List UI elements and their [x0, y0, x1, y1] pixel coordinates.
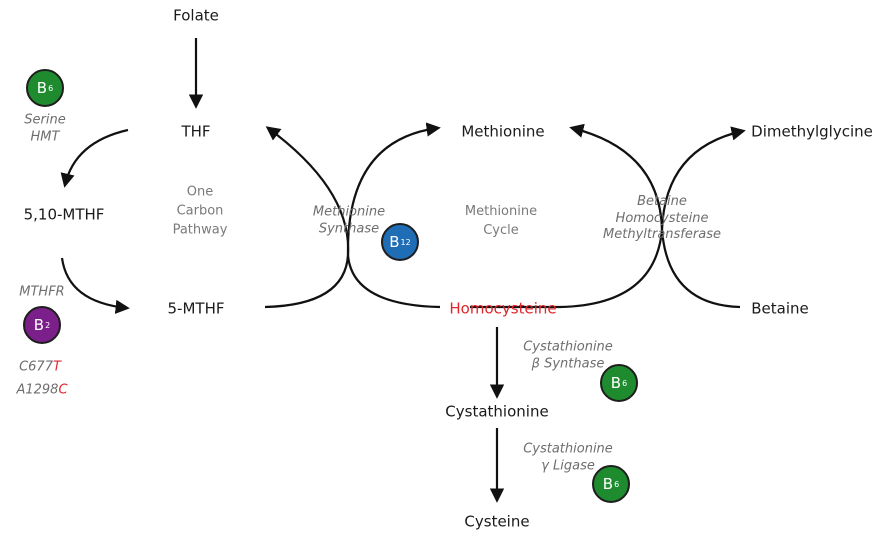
methionine-cycle-line2: Cycle: [483, 223, 519, 238]
badge-letter: B: [389, 233, 400, 251]
methionine-synthase-note: Methionine Synthase: [313, 204, 385, 237]
c677t-allele: T: [52, 359, 61, 375]
bhmt-line1: Betaine: [637, 194, 687, 210]
methionine-synthase-line1: Methionine: [312, 204, 386, 220]
serine-label: Serine: [24, 112, 66, 128]
5-10-mthf-label: 5,10-MTHF: [23, 205, 105, 224]
badge-subscript: 2: [45, 320, 51, 330]
cystathionine-label: Cystathionine: [445, 402, 549, 421]
methionine-cycle-line1: Methionine: [464, 204, 538, 220]
pathway-label: Pathway: [172, 222, 228, 238]
badge-subscript: 6: [622, 378, 628, 388]
carbon-label: Carbon: [176, 203, 224, 219]
mthfr-label: MTHFR: [19, 284, 65, 300]
c677t-variant: C677T: [19, 360, 61, 375]
thf-to-510mthf-arrow: [60, 128, 129, 188]
badge-letter: B: [36, 79, 48, 97]
bhmt-note: Betaine Homocysteine Methyltransferase: [603, 194, 721, 244]
serine-hmt-note: Serine HMT: [24, 112, 65, 145]
dimethylglycine-label: Dimethylglycine: [751, 122, 873, 141]
homocysteine-to-methionine-arc: [346, 122, 441, 309]
cystathionine-beta-synthase-note: Cystathionine β Synthase: [523, 339, 613, 372]
betaine-to-dimethylglycine-arc: [660, 126, 746, 309]
cbs-line1: Cystathionine: [523, 339, 613, 355]
one-carbon-pathway-note: One Carbon Pathway: [173, 184, 228, 241]
methionine-label: Methionine: [461, 122, 545, 141]
cgl-line1: Cystathionine: [523, 441, 613, 457]
badge-letter: B: [602, 475, 614, 493]
cbs-line2: β Synthase: [531, 356, 605, 371]
badge-subscript: 12: [400, 237, 411, 247]
hmt-label: HMT: [30, 129, 60, 144]
510mthf-to-5mthf-arrow: [60, 257, 130, 314]
cystathionine-gamma-ligase-note: Cystathionine γ Ligase: [523, 441, 613, 474]
bhmt-line2: Homocysteine: [615, 210, 709, 226]
badge-subscript: 6: [48, 83, 54, 93]
homocysteine-label: Homocysteine: [449, 299, 557, 318]
badge-letter: B: [33, 316, 45, 334]
methionine-cycle-note: Methionine Cycle: [465, 203, 537, 241]
one-label: One: [186, 184, 214, 200]
a1298c-prefix: A1298: [16, 382, 59, 398]
betaine-label: Betaine: [751, 299, 809, 318]
cgl-line2: γ Ligase: [541, 458, 595, 473]
thf-label: THF: [181, 122, 211, 141]
badge-subscript: 6: [614, 479, 620, 489]
methionine-synthase-line2: Synthase: [318, 221, 380, 236]
cysteine-label: Cysteine: [464, 512, 530, 531]
5-mthf-label: 5-MTHF: [167, 299, 225, 318]
badge-letter: B: [610, 374, 622, 392]
bhmt-line3: Methyltransferase: [603, 227, 721, 243]
c677t-prefix: C677: [19, 359, 53, 375]
a1298c-allele: C: [58, 382, 68, 398]
a1298c-variant: A1298C: [16, 383, 67, 398]
folate-label: Folate: [173, 6, 219, 25]
